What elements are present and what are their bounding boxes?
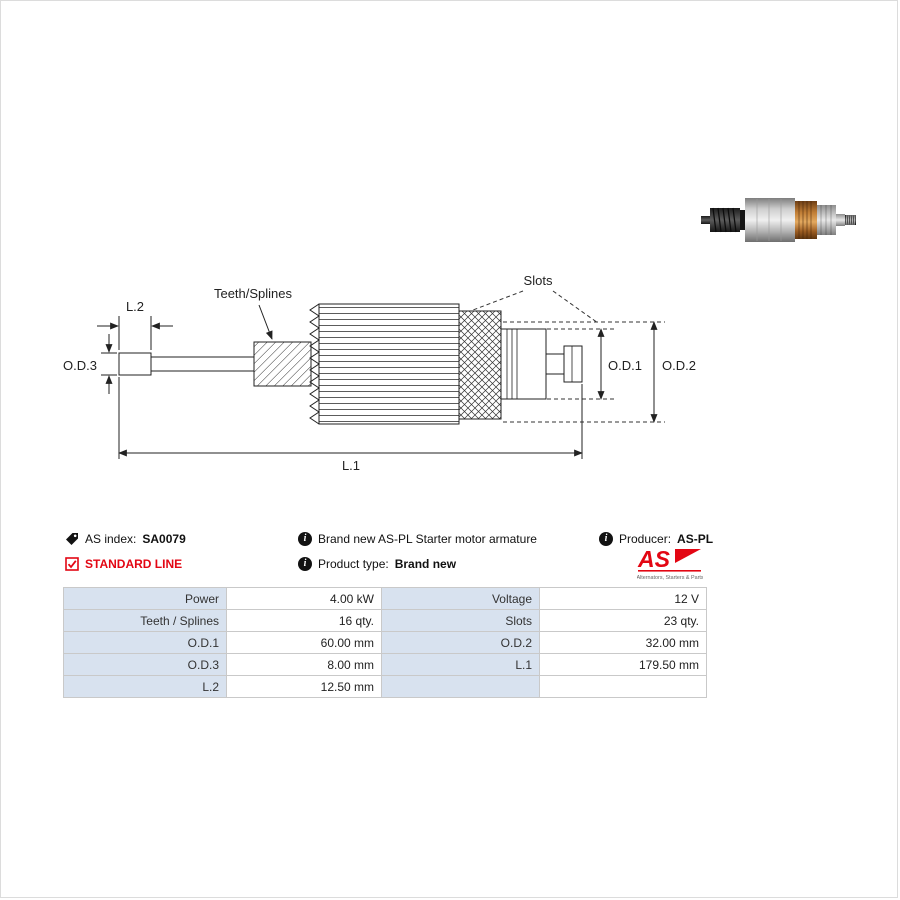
dim-label-od2: O.D.2 — [662, 358, 696, 373]
spec-value: 32.00 mm — [539, 631, 707, 654]
spec-value: 4.00 kW — [226, 587, 382, 610]
spec-value: 8.00 mm — [226, 653, 382, 676]
spec-label: Power — [63, 587, 227, 610]
info-icon: i — [298, 532, 312, 546]
info-icon: i — [599, 532, 613, 546]
spec-value — [539, 675, 707, 698]
table-row: O.D.3 8.00 mm L.1 179.50 mm — [63, 653, 707, 676]
product-photo — [699, 183, 859, 257]
dimension-l1 — [118, 377, 583, 459]
producer-value: AS-PL — [677, 532, 714, 546]
dim-label-od1: O.D.1 — [608, 358, 642, 373]
spec-value: 179.50 mm — [539, 653, 707, 676]
dimension-l2 — [97, 316, 173, 350]
product-type-label: Product type: — [318, 557, 389, 571]
description-row: i Brand new AS-PL Starter motor armature — [298, 532, 537, 546]
armature-line-drawing: L.2 O.D.3 Teeth/Splines Slots — [63, 273, 696, 473]
as-index-row: AS index: SA0079 — [65, 532, 186, 546]
as-index-value: SA0079 — [142, 532, 186, 546]
technical-drawing: L.2 O.D.3 Teeth/Splines Slots — [41, 254, 721, 494]
spec-value: 60.00 mm — [226, 631, 382, 654]
dim-label-l2: L.2 — [126, 299, 144, 314]
spec-label: O.D.3 — [63, 653, 227, 676]
spec-value: 16 qty. — [226, 609, 382, 632]
specs-table: Power 4.00 kW Voltage 12 V Teeth / Splin… — [63, 587, 707, 698]
callout-label-slots: Slots — [524, 273, 553, 288]
info-icon: i — [298, 557, 312, 571]
spec-value: 12.50 mm — [226, 675, 382, 698]
as-index-label: AS index: — [85, 532, 137, 546]
spec-value: 12 V — [539, 587, 707, 610]
spec-label: L.1 — [381, 653, 540, 676]
product-description: Brand new AS-PL Starter motor armature — [318, 532, 537, 546]
extension-lines-od2 — [503, 321, 665, 423]
spec-label: Voltage — [381, 587, 540, 610]
table-row: O.D.1 60.00 mm O.D.2 32.00 mm — [63, 631, 707, 654]
logo-text: AS — [637, 546, 671, 572]
dim-label-l1: L.1 — [342, 458, 360, 473]
armature-photo-image — [701, 198, 856, 242]
callout-lines-slots — [472, 290, 599, 324]
product-type-row: i Product type: Brand new — [298, 557, 456, 571]
dim-label-od3: O.D.3 — [63, 358, 97, 373]
table-row: Teeth / Splines 16 qty. Slots 23 qty. — [63, 609, 707, 632]
callout-arrow-teeth-splines — [258, 304, 273, 340]
armature-outline — [118, 303, 583, 425]
spec-label: Teeth / Splines — [63, 609, 227, 632]
spec-value: 23 qty. — [539, 609, 707, 632]
spec-label: O.D.1 — [63, 631, 227, 654]
table-row: Power 4.00 kW Voltage 12 V — [63, 587, 707, 610]
as-pl-logo-graphic: AS Alternators, Starters & Parts — [636, 546, 703, 581]
spec-label — [381, 675, 540, 698]
logo-flag-shape — [675, 549, 701, 563]
logo-subtext: Alternators, Starters & Parts — [637, 575, 703, 581]
checkbox-checked-icon — [65, 557, 79, 571]
producer-row: i Producer: AS-PL — [599, 532, 713, 546]
producer-label: Producer: — [619, 532, 672, 546]
callout-label-teeth-splines: Teeth/Splines — [214, 286, 293, 301]
standard-line-row: STANDARD LINE — [65, 557, 182, 571]
spec-label: O.D.2 — [381, 631, 540, 654]
spec-label: L.2 — [63, 675, 227, 698]
as-pl-logo: AS Alternators, Starters & Parts — [636, 546, 703, 584]
spec-label: Slots — [381, 609, 540, 632]
table-row: L.2 12.50 mm — [63, 675, 707, 698]
tag-icon — [66, 533, 78, 545]
product-type-value: Brand new — [394, 557, 457, 571]
dimension-od3 — [101, 334, 117, 394]
standard-line-label: STANDARD LINE — [85, 557, 183, 571]
